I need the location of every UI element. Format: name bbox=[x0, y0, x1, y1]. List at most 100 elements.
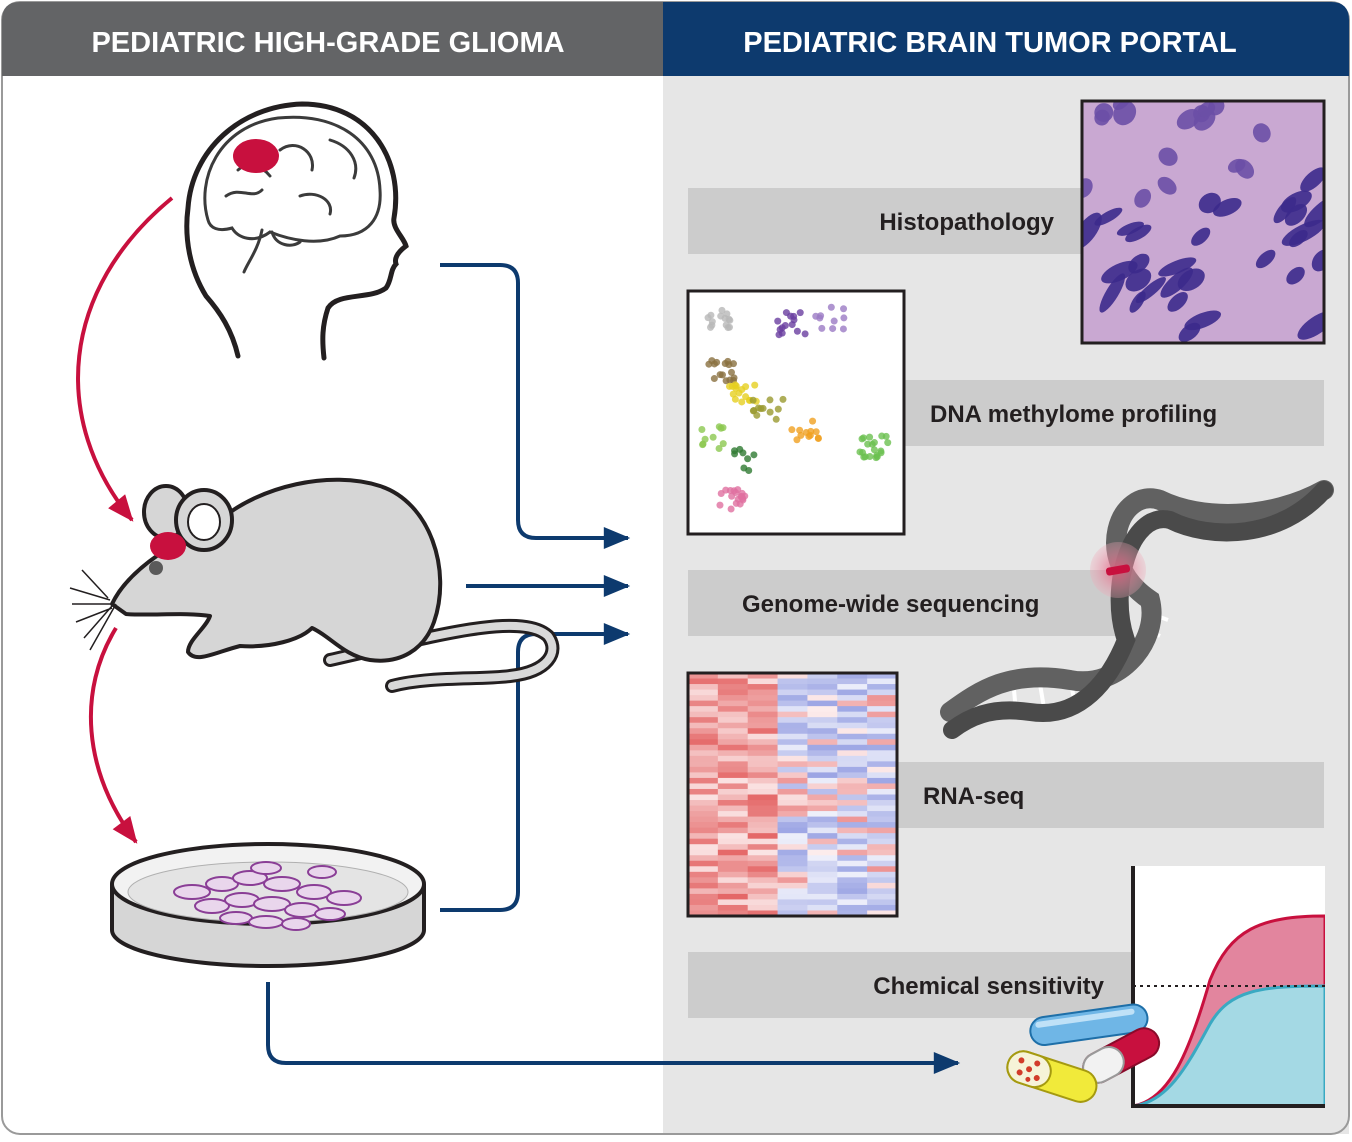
culture-drug-arrow bbox=[266, 982, 961, 1074]
histology-image bbox=[1080, 99, 1326, 345]
heatmap-cell bbox=[688, 811, 719, 818]
heatmap-cell bbox=[747, 689, 779, 696]
heatmap-cell bbox=[688, 761, 719, 768]
heatmap-cell bbox=[688, 750, 719, 757]
drug-capsules-illustration bbox=[1006, 1003, 1161, 1103]
heatmap-cell bbox=[807, 805, 838, 812]
heatmap-cell bbox=[777, 722, 808, 729]
heatmap-cell bbox=[747, 750, 779, 757]
heatmap-cell bbox=[807, 728, 838, 735]
methylation-sample-point bbox=[745, 466, 753, 474]
heatmap-cell bbox=[717, 910, 749, 917]
heatmap-cell bbox=[688, 871, 719, 878]
heatmap-cell bbox=[777, 849, 808, 856]
nucleus bbox=[1116, 221, 1144, 236]
heatmap-cell bbox=[867, 700, 898, 707]
heatmap-cell bbox=[807, 877, 838, 884]
left-header-bar bbox=[2, 2, 663, 76]
heatmap-cell bbox=[747, 844, 779, 851]
heatmap-cell bbox=[747, 877, 779, 884]
heatmap-cell bbox=[867, 877, 898, 884]
methylome-scatter-plot bbox=[686, 289, 906, 536]
heatmap-cell bbox=[747, 833, 779, 840]
nucleus bbox=[1252, 123, 1271, 143]
heatmap-cell bbox=[837, 860, 868, 867]
heatmap-cell bbox=[867, 678, 898, 685]
heatmap-cell bbox=[807, 844, 838, 851]
heatmap-cell bbox=[717, 822, 749, 829]
heatmap-cell bbox=[837, 893, 868, 900]
methylation-sample-point bbox=[727, 368, 735, 376]
heatmap-cell bbox=[717, 877, 749, 884]
heatmap-cell bbox=[747, 684, 779, 691]
heatmap-cell bbox=[688, 772, 719, 779]
heatmap-cell bbox=[688, 689, 719, 696]
heatmap-cell bbox=[747, 794, 779, 801]
methylation-sample-point bbox=[744, 455, 752, 463]
chemical-label-box bbox=[688, 952, 1132, 1018]
methylation-sample-point bbox=[790, 316, 798, 324]
heatmap-cell bbox=[837, 750, 868, 757]
heatmap-cell bbox=[777, 866, 808, 873]
heatmap-cell bbox=[867, 772, 898, 779]
heatmap-cell bbox=[777, 777, 808, 784]
heatmap-cell bbox=[747, 811, 779, 818]
nucleus bbox=[1198, 192, 1221, 214]
methylome-label-box bbox=[904, 380, 1324, 446]
heatmap-cell bbox=[717, 816, 749, 823]
heatmap-cell bbox=[807, 794, 838, 801]
heatmap-cell bbox=[867, 711, 898, 718]
methylation-sample-point bbox=[709, 433, 717, 441]
heatmap-cell bbox=[867, 717, 898, 724]
heatmap-cell bbox=[688, 838, 719, 845]
nucleus bbox=[1304, 195, 1324, 228]
heatmap-cell bbox=[688, 904, 719, 911]
heatmap-cell bbox=[747, 772, 779, 779]
heatmap-cell bbox=[717, 838, 749, 845]
methylation-sample-point bbox=[698, 425, 706, 433]
methylation-sample-point bbox=[749, 396, 757, 404]
methylation-sample-point bbox=[721, 314, 729, 322]
methylation-sample-point bbox=[796, 309, 804, 317]
heatmap-cell bbox=[867, 849, 898, 856]
nucleus bbox=[1094, 109, 1110, 126]
nucleus bbox=[1158, 147, 1178, 166]
methylation-sample-point bbox=[812, 428, 820, 436]
heatmap-cell bbox=[837, 882, 868, 889]
chart-axes bbox=[1131, 866, 1325, 1108]
heatmap-cell bbox=[747, 904, 779, 911]
heatmap-cell bbox=[717, 755, 749, 762]
methylation-sample-point bbox=[840, 314, 848, 322]
heatmap-cell bbox=[807, 695, 838, 702]
heatmap-cell bbox=[717, 899, 749, 906]
heatmap-cell bbox=[807, 673, 838, 680]
heatmap-cell bbox=[807, 893, 838, 900]
heatmap-cell bbox=[777, 827, 808, 834]
heatmap-cell bbox=[867, 899, 898, 906]
heatmap-cell bbox=[807, 822, 838, 829]
heatmap-cell bbox=[867, 800, 898, 807]
nucleus bbox=[1311, 249, 1324, 272]
heatmap-cell bbox=[717, 849, 749, 856]
heatmap-cell bbox=[717, 684, 749, 691]
heatmap-cell bbox=[837, 794, 868, 801]
culture-data-arrow bbox=[440, 623, 631, 912]
heatmap-cell bbox=[688, 910, 719, 917]
nucleus bbox=[1167, 292, 1188, 312]
heatmap-cell bbox=[777, 678, 808, 685]
heatmap-cell bbox=[837, 866, 868, 873]
heatmap-cell bbox=[777, 733, 808, 740]
methylation-sample-point bbox=[729, 390, 737, 398]
heatmap-cell bbox=[867, 755, 898, 762]
heatmap-cell bbox=[717, 750, 749, 757]
methylation-sample-point bbox=[840, 305, 848, 313]
patient-data-arrow bbox=[440, 263, 631, 549]
heatmap-cell bbox=[777, 728, 808, 735]
heatmap-cell bbox=[867, 750, 898, 757]
heatmap-cell bbox=[777, 788, 808, 795]
nucleus bbox=[1082, 178, 1093, 198]
heatmap-cell bbox=[867, 794, 898, 801]
heatmap-cell bbox=[717, 783, 749, 790]
